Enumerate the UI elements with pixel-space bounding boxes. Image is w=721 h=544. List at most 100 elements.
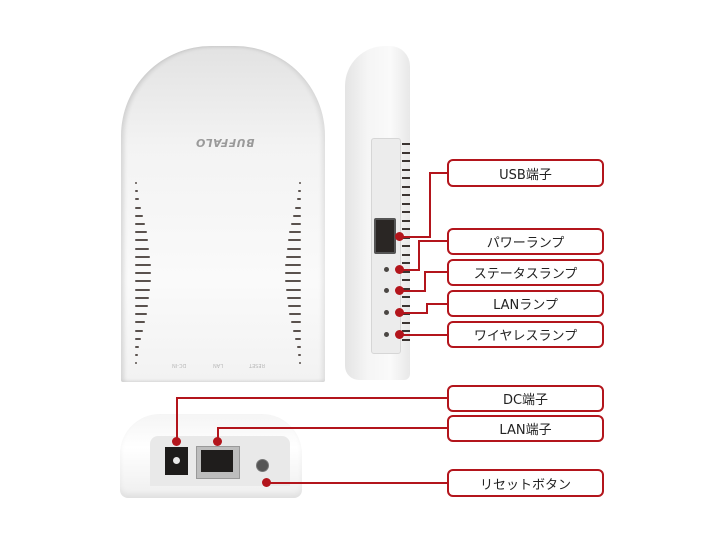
callout-line-power-v [418, 240, 420, 271]
side-vent-slot [402, 287, 410, 290]
vent-slot [135, 296, 149, 299]
callout-usb-port: USB端子 [447, 159, 604, 187]
vent-slot [298, 354, 301, 357]
vent-slot [135, 264, 151, 266]
side-vent-slot [402, 330, 410, 332]
power-led [384, 267, 389, 272]
callout-dot-usb [395, 232, 404, 241]
vent-slot [288, 239, 301, 242]
side-vent-slot [402, 262, 410, 264]
dc-jack-hole [173, 457, 180, 464]
vent-slot [287, 296, 301, 299]
vent-slot [135, 231, 147, 234]
side-vent-slot [402, 194, 410, 196]
vent-slot [299, 362, 301, 365]
vent-slot [291, 321, 301, 324]
vent-slot [291, 223, 301, 225]
side-vent-slot [402, 296, 410, 298]
vent-slot [135, 354, 138, 357]
callout-power-lamp: パワーランプ [447, 228, 604, 255]
vent-slot [135, 198, 139, 201]
wireless-led [384, 332, 389, 337]
vent-slot [285, 272, 301, 275]
vent-slot [135, 280, 151, 283]
vent-slot [135, 329, 143, 332]
side-vent-slot [402, 143, 410, 145]
callout-line-usb-v [429, 172, 431, 238]
side-vent-slot [402, 279, 410, 281]
usb-port [374, 218, 396, 254]
vent-slot [287, 247, 301, 250]
callout-line-status-h2 [424, 271, 448, 273]
side-vent-slot [402, 177, 410, 179]
side-vent-slot [402, 321, 410, 324]
callout-dot-reset [262, 478, 271, 487]
vent-slot [135, 321, 145, 324]
callout-dot-status [395, 286, 404, 295]
side-vent-slot [402, 168, 410, 171]
vent-slot [293, 214, 301, 217]
callout-dot-lanport [213, 437, 222, 446]
vent-slot [298, 190, 301, 193]
vent-slot [295, 337, 301, 340]
front-label-reset: RESET [249, 362, 266, 368]
vent-slot [135, 313, 147, 316]
side-vent-slot [402, 211, 410, 213]
callout-status-lamp: ステータスランプ [447, 259, 604, 286]
vent-slot [135, 223, 145, 225]
callout-line-reset [268, 482, 448, 484]
vent-slot [289, 231, 301, 234]
vent-slot [293, 329, 301, 332]
callout-line-lan-v [426, 303, 428, 314]
callout-dc-port: DC端子 [447, 385, 604, 412]
side-vent-slot [402, 151, 410, 154]
side-vent-slot [402, 228, 410, 230]
vent-slot [288, 305, 301, 307]
callout-dot-wireless [395, 330, 404, 339]
side-vent-slot [402, 270, 410, 273]
side-vent-slot [402, 219, 410, 222]
callout-dot-dc [172, 437, 181, 446]
callout-line-usb-h2 [429, 172, 448, 174]
buffalo-logo: BUFFALO [195, 136, 255, 149]
vent-slot [135, 362, 137, 365]
callout-wireless-lamp: ワイヤレスランプ [447, 321, 604, 348]
callout-line-status-v [424, 271, 426, 292]
side-vent-slot [402, 202, 410, 205]
vent-slot [135, 190, 138, 193]
side-vent-slot [402, 253, 410, 256]
vent-slot [135, 182, 137, 184]
callout-lan-port: LAN端子 [447, 415, 604, 442]
lan-led [384, 310, 389, 315]
vent-slot [135, 239, 148, 242]
side-vent-slot [402, 313, 410, 315]
side-vent-slot [402, 304, 410, 307]
callout-reset-button: リセットボタン [447, 469, 604, 497]
callout-line-wireless [402, 334, 448, 336]
lan-jack-socket [201, 450, 233, 472]
reset-button-hole [256, 459, 269, 472]
vent-slot [135, 305, 148, 307]
callout-dot-lan [395, 308, 404, 317]
callout-line-lan-h1 [402, 312, 427, 314]
callout-line-usb-h1 [402, 236, 430, 238]
callout-line-power-h1 [402, 269, 419, 271]
vent-slot [297, 198, 301, 201]
vent-slot [135, 255, 150, 258]
front-label-lan: LAN [213, 362, 224, 368]
callout-dot-power [395, 265, 404, 274]
callout-line-lan-h2 [426, 303, 448, 305]
callout-line-dc-v [176, 397, 178, 441]
vent-slot [135, 288, 150, 291]
side-vent-slot [402, 160, 410, 162]
vent-slot [135, 346, 139, 348]
callout-line-lanport-h [217, 427, 448, 429]
vent-slot [285, 264, 301, 266]
vent-slot [297, 346, 301, 348]
status-led [384, 288, 389, 293]
device-front-view [121, 46, 325, 382]
vent-slot [299, 182, 301, 184]
vent-slot [135, 272, 151, 275]
vent-slot [286, 255, 301, 258]
callout-lan-lamp: LANランプ [447, 290, 604, 317]
